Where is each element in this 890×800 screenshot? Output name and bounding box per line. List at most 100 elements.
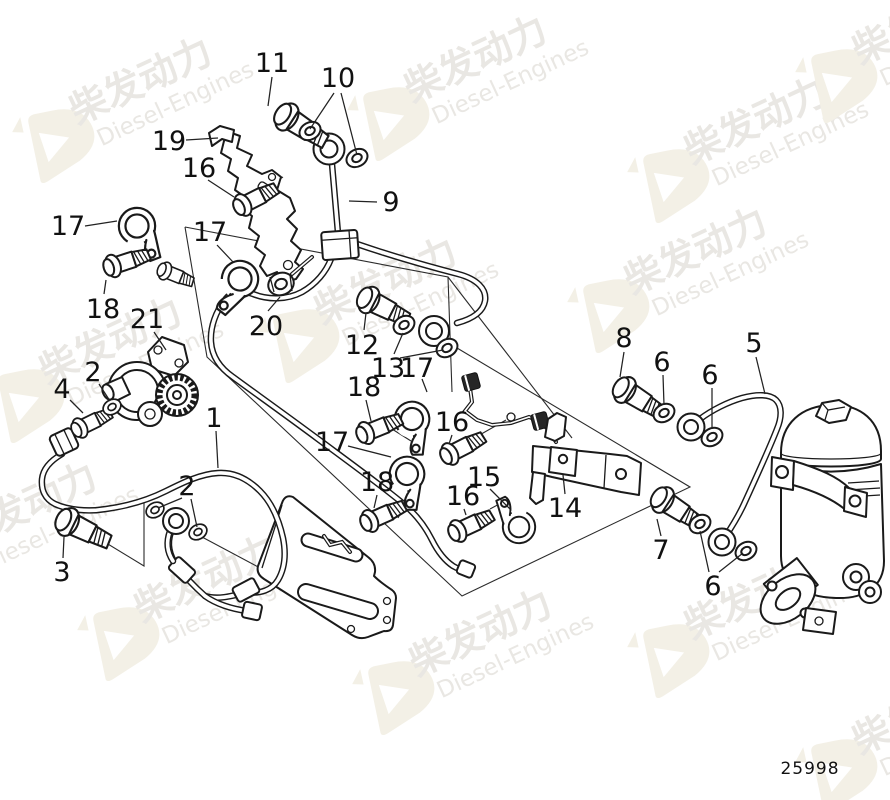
pump-21 <box>101 336 199 427</box>
leader-line <box>69 399 84 414</box>
callout-4: 4 <box>53 374 84 414</box>
callout-label: 12 <box>345 330 379 361</box>
callout-7: 7 <box>652 518 670 566</box>
figure-number: 25998 <box>780 759 839 779</box>
callout-label: 2 <box>178 471 195 502</box>
callout-19: 19 <box>152 126 219 157</box>
callout-label: 6 <box>653 347 670 378</box>
callout-label: 19 <box>152 126 186 157</box>
callout-9: 9 <box>348 187 400 218</box>
callout-label: 21 <box>130 304 164 335</box>
leader-line <box>656 518 662 537</box>
leader-line <box>421 378 428 393</box>
nut-20 <box>267 255 314 297</box>
leader-line <box>755 356 766 395</box>
wire-clamp-a <box>460 371 482 393</box>
callout-11: 11 <box>255 48 289 107</box>
callout-label: 14 <box>548 493 582 524</box>
callout-6: 6 <box>699 530 744 602</box>
bolt-18-mid <box>351 407 407 449</box>
leader-line <box>399 349 444 359</box>
callout-label: 5 <box>745 328 762 359</box>
callout-17: 17 <box>315 427 392 458</box>
callout-label: 17 <box>400 353 434 384</box>
callout-label: 17 <box>51 211 85 242</box>
callout-20: 20 <box>249 296 283 342</box>
leader-line <box>348 200 378 203</box>
callout-label: 18 <box>86 294 120 325</box>
callout-label: 8 <box>615 323 632 354</box>
callout-label: 16 <box>435 407 469 438</box>
callout-label: 11 <box>255 48 289 79</box>
return-pipe <box>207 255 477 579</box>
leader-line <box>347 445 392 458</box>
callout-label: 10 <box>321 63 355 94</box>
callout-18: 18 <box>360 467 394 509</box>
callout-13: 13 <box>371 332 444 384</box>
callout-label: 18 <box>347 372 381 403</box>
leader-line <box>365 399 372 422</box>
callout-label: 17 <box>315 427 349 458</box>
callout-12: 12 <box>345 312 379 361</box>
leader-line <box>393 332 404 355</box>
leader-line <box>62 536 65 559</box>
callout-label: 16 <box>182 153 216 184</box>
leader-line <box>619 351 625 378</box>
leader-line <box>718 552 744 573</box>
callout-label: 9 <box>382 187 399 218</box>
leader-line <box>207 179 235 198</box>
stud-small <box>153 258 198 292</box>
callout-15: 15 <box>467 462 511 510</box>
leader-line <box>84 220 118 227</box>
fuel-pipe-5 <box>676 392 784 557</box>
flare-nut <box>48 427 80 457</box>
leader-line <box>153 331 167 351</box>
callout-6: 6 <box>701 360 719 428</box>
callout-17: 17 <box>51 211 118 242</box>
callout-10: 10 <box>309 63 358 156</box>
callout-17: 17 <box>193 217 234 263</box>
leader-line <box>448 434 453 445</box>
leader-line <box>157 497 183 509</box>
leader-line <box>340 92 358 156</box>
callout-8: 8 <box>615 323 633 378</box>
callout-label: 17 <box>193 217 227 248</box>
callout-14: 14 <box>548 474 582 524</box>
callout-label: 7 <box>652 535 669 566</box>
leader-line <box>98 383 111 402</box>
callout-16: 16 <box>446 481 480 516</box>
callout-2: 2 <box>84 357 111 402</box>
leader-line <box>699 530 710 573</box>
callout-label: 3 <box>53 557 70 588</box>
pipe-clamp-block <box>320 228 360 262</box>
leader-line <box>489 488 511 510</box>
callout-3: 3 <box>53 536 71 588</box>
leader-line <box>103 279 107 295</box>
callout-label: 6 <box>701 360 718 391</box>
washer-10b <box>342 144 372 172</box>
callout-18: 18 <box>86 279 120 325</box>
filter-housing <box>759 399 885 635</box>
leader-line <box>309 92 335 130</box>
fuel-pipe-9 <box>312 132 489 347</box>
leader-line <box>373 494 378 509</box>
callout-label: 4 <box>53 374 70 405</box>
bracket-14 <box>529 412 642 505</box>
leader-line <box>215 430 219 469</box>
leader-line <box>662 374 665 406</box>
callout-label: 6 <box>704 571 721 602</box>
leader-line <box>463 508 467 516</box>
leader-line <box>267 296 281 312</box>
leader-line <box>216 244 234 263</box>
callout-label: 13 <box>371 353 405 384</box>
leader-line <box>190 498 198 528</box>
bolt-18-lower <box>355 494 411 537</box>
callout-label: 15 <box>467 462 501 493</box>
callout-1: 1 <box>205 403 223 469</box>
leader-line <box>267 76 273 107</box>
